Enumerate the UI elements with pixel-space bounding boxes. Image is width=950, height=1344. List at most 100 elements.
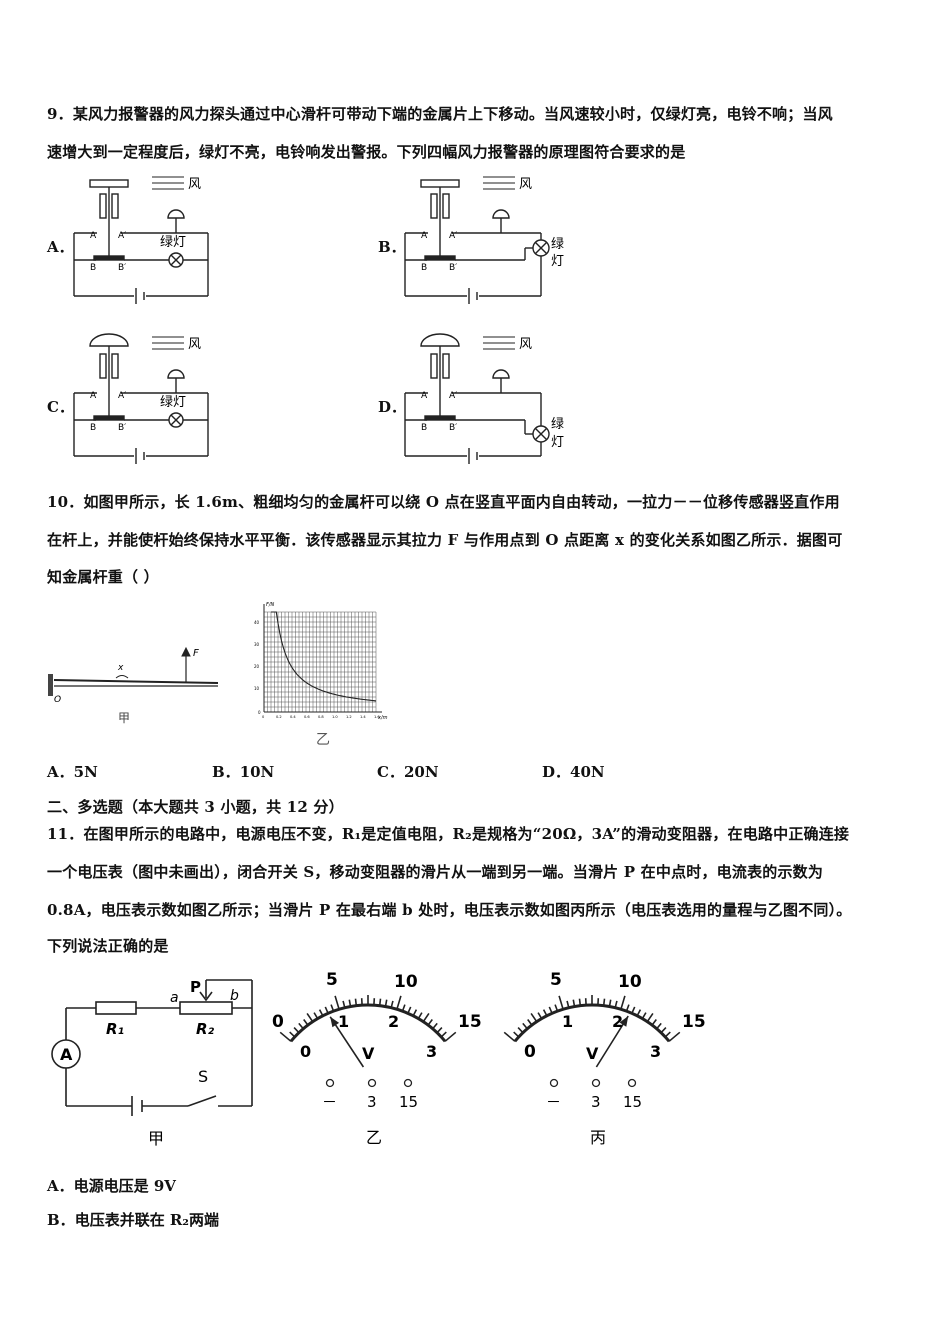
contact-b2-label: B′ — [118, 423, 126, 433]
lamp-label-top: 绿 — [551, 417, 564, 432]
x-tick-label: 0.2 — [276, 715, 282, 719]
contact-b-label: B — [90, 263, 96, 273]
scale-tick — [348, 999, 352, 1007]
q10-figure-jia: x F O 甲 — [48, 646, 219, 725]
scale-tick — [298, 1022, 304, 1030]
contact-b2-label: B′ — [449, 423, 457, 433]
q11-line-3: 0.8A，电压表示数如图乙所示；当滑片 P 在最右端 b 处时，电压表示数如图丙… — [47, 901, 852, 919]
scale-tick — [303, 1019, 309, 1026]
scale-tick — [517, 1027, 524, 1034]
q9-option-d-label: D． — [378, 398, 407, 416]
terminal-minus: － — [546, 1093, 561, 1111]
scale-tick — [513, 1031, 520, 1038]
fig-yi-caption: 乙 — [366, 1128, 382, 1147]
scale-tick — [620, 995, 626, 1010]
scale-tick — [390, 1000, 394, 1008]
y-tick-30: 30 — [254, 642, 260, 647]
scale-tick — [641, 1012, 647, 1020]
option-letter: B． — [47, 1211, 75, 1229]
bottom-label-3: 3 — [650, 1042, 661, 1061]
contact-a2-label: A′ — [449, 231, 457, 241]
scale-tick — [548, 1006, 553, 1014]
needle-head — [330, 1016, 340, 1028]
bottom-label-2: 2 — [612, 1012, 623, 1031]
scale-tick — [664, 1031, 671, 1038]
y-tick-0: 0 — [258, 710, 261, 715]
scale-tick — [651, 1019, 657, 1026]
x-axis-label: x/m — [377, 715, 388, 721]
force-curve — [271, 611, 377, 702]
scale-tick — [527, 1019, 533, 1026]
q10-option-b: B．10N — [212, 761, 274, 782]
y-axis-label: F/N — [266, 602, 275, 608]
q9-option-a-label: A． — [47, 238, 74, 256]
fig-yi-caption: 乙 — [316, 732, 330, 748]
switch-s-label: S — [198, 1067, 208, 1086]
bottom-label-0: 0 — [300, 1042, 311, 1061]
top-label-5: 5 — [326, 970, 338, 990]
bottom-label-1: 1 — [562, 1012, 573, 1031]
contact-a-label: A — [421, 391, 428, 401]
top-label-0: 0 — [524, 1042, 536, 1062]
scale-tick — [354, 998, 358, 1006]
option-letter: A． — [47, 1177, 74, 1195]
q11-line-4: 下列说法正确的是 — [47, 937, 169, 955]
q9-circuit-a: 风 绿灯 A A′ B B′ — [73, 176, 209, 304]
option-text: 10N — [239, 763, 275, 781]
scale-tick — [407, 1006, 412, 1014]
q11-voltmeter-bing: 0 5 10 15 1 2 3 V － 3 15 丙 — [503, 970, 706, 1147]
wind-label: 风 — [519, 177, 532, 192]
scale-tick — [427, 1019, 433, 1026]
contact-a-label: A — [421, 231, 428, 241]
top-label-5: 5 — [550, 970, 562, 990]
scale-tick — [306, 1012, 314, 1023]
top-label-15: 15 — [682, 1012, 706, 1032]
q11-voltmeter-yi: 0 5 10 15 0 1 2 3 V － 3 15 乙 — [272, 970, 482, 1147]
q9-line-2: 速增大到一定程度后，绿灯不亮，电铃响发出警报。下列四幅风力报警器的原理图符合要求… — [47, 143, 686, 161]
terminal-3: 3 — [591, 1093, 601, 1111]
contact-b-label: B — [421, 423, 427, 433]
contact-a2-label: A′ — [449, 391, 457, 401]
q9-circuit-d: 风 绿 灯 A A′ B B′ — [404, 333, 564, 464]
x-tick-label: 1.6 — [374, 715, 380, 719]
scale-tick — [378, 998, 382, 1006]
scale-tick — [279, 1031, 292, 1042]
option-letter: A． — [47, 763, 74, 781]
scale-tick — [444, 1031, 457, 1042]
voltmeter-needle — [329, 1016, 365, 1068]
option-text: 电源电压是 9V — [73, 1177, 176, 1195]
scale-tick — [660, 1027, 667, 1034]
end-a-label: a — [170, 990, 179, 1006]
scale-tick — [412, 1009, 418, 1017]
x-tick-label: 1.2 — [346, 715, 352, 719]
q10-option-a: A．5N — [47, 761, 98, 782]
bottom-label-2: 2 — [388, 1012, 399, 1031]
scale-tick — [324, 1006, 329, 1014]
unit-v-label: V — [586, 1044, 599, 1063]
x-tick-label: 0.6 — [304, 715, 310, 719]
contact-a-label: A — [90, 231, 97, 241]
bottom-label-1: 1 — [338, 1012, 349, 1031]
lamp-label-top: 绿 — [551, 237, 564, 252]
option-letter: C． — [377, 763, 404, 781]
scale-tick — [572, 999, 576, 1007]
scale-tick — [614, 1000, 618, 1008]
bottom-label-3: 3 — [426, 1042, 437, 1061]
slider-p-label: P — [190, 978, 201, 996]
option-text: 20N — [403, 763, 439, 781]
force-f-label: F — [193, 648, 199, 659]
scale-tick — [440, 1031, 447, 1038]
needle-head — [619, 1016, 629, 1027]
x-tick-label: 0.4 — [290, 715, 296, 719]
q11-circuit-jia: A P a b R₁ R₂ S 甲 — [51, 978, 253, 1148]
terminal-15: 15 — [623, 1093, 642, 1111]
scale-tick — [422, 1012, 430, 1023]
y-tick-20: 20 — [254, 664, 260, 669]
scale-tick — [625, 1004, 630, 1012]
q9-circuit-c: 风 绿灯 A A′ B B′ — [73, 333, 209, 464]
q9-option-c-label: C． — [47, 398, 74, 416]
y-tick-40: 40 — [254, 620, 260, 625]
scale-tick — [289, 1031, 296, 1038]
scale-tick — [578, 998, 582, 1006]
scale-tick — [558, 995, 564, 1010]
